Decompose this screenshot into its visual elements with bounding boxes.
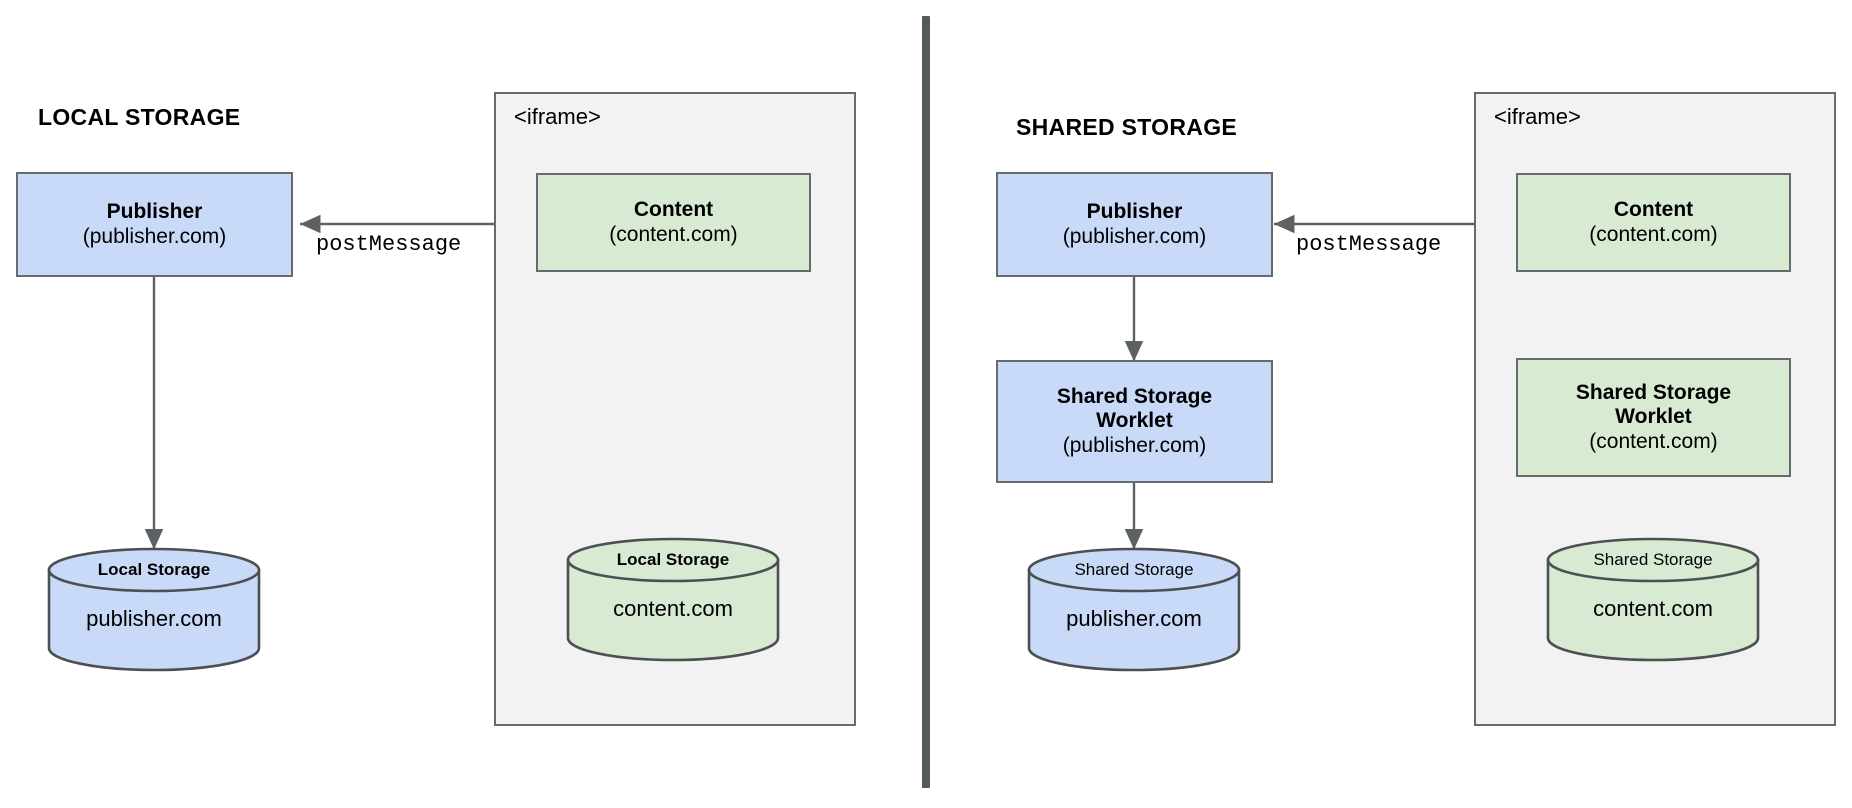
left-publisher-name: Publisher [106, 200, 203, 224]
right-publisher-node[interactable]: Publisher (publisher.com) [996, 172, 1273, 277]
right-publisher-worklet-name-line2: Worklet [1096, 409, 1173, 433]
right-content-node[interactable]: Content (content.com) [1516, 173, 1791, 272]
left-publisher-node[interactable]: Publisher (publisher.com) [16, 172, 293, 277]
left-postmessage-label: postMessage [316, 232, 462, 257]
right-content-worklet-name-line2: Worklet [1615, 405, 1692, 429]
right-content-worklet-node[interactable]: Shared Storage Worklet (content.com) [1516, 358, 1791, 477]
left-publisher-store[interactable]: Local Storage publisher.com [47, 547, 261, 672]
left-content-name: Content [633, 198, 714, 222]
right-publisher-origin: (publisher.com) [1062, 224, 1207, 248]
right-publisher-worklet-name-line1: Shared Storage [1056, 384, 1213, 408]
right-publisher-worklet-origin: (publisher.com) [1062, 433, 1207, 457]
left-content-store-kind: Local Storage [616, 550, 730, 569]
right-content-name: Content [1613, 198, 1694, 222]
right-publisher-store-origin: publisher.com [1066, 606, 1202, 631]
left-content-store[interactable]: Local Storage content.com [566, 537, 780, 662]
right-iframe-label: <iframe> [1494, 104, 1581, 129]
right-content-store-kind: Shared Storage [1593, 550, 1713, 569]
left-publisher-store-kind: Local Storage [97, 560, 211, 579]
panel-divider [922, 16, 930, 788]
left-content-node[interactable]: Content (content.com) [536, 173, 811, 272]
cylinder-shape [47, 547, 261, 672]
left-content-store-origin: content.com [613, 596, 733, 621]
left-panel-title: LOCAL STORAGE [38, 104, 241, 130]
left-publisher-origin: (publisher.com) [82, 224, 227, 248]
left-iframe-label: <iframe> [514, 104, 601, 129]
left-content-origin: (content.com) [609, 222, 738, 246]
right-content-worklet-origin: (content.com) [1589, 429, 1718, 453]
cylinder-shape [566, 537, 780, 662]
right-panel-title: SHARED STORAGE [1016, 114, 1238, 140]
right-postmessage-label: postMessage [1296, 232, 1442, 257]
right-publisher-store-kind: Shared Storage [1074, 560, 1194, 579]
right-content-store[interactable]: Shared Storage content.com [1546, 537, 1760, 662]
right-content-store-origin: content.com [1593, 596, 1713, 621]
right-content-origin: (content.com) [1589, 222, 1718, 246]
right-content-worklet-name-line1: Shared Storage [1575, 380, 1732, 404]
right-publisher-store[interactable]: Shared Storage publisher.com [1027, 547, 1241, 672]
right-publisher-worklet-node[interactable]: Shared Storage Worklet (publisher.com) [996, 360, 1273, 483]
cylinder-shape [1027, 547, 1241, 672]
cylinder-shape [1546, 537, 1760, 662]
left-publisher-store-origin: publisher.com [86, 606, 222, 631]
right-publisher-name: Publisher [1086, 200, 1183, 224]
